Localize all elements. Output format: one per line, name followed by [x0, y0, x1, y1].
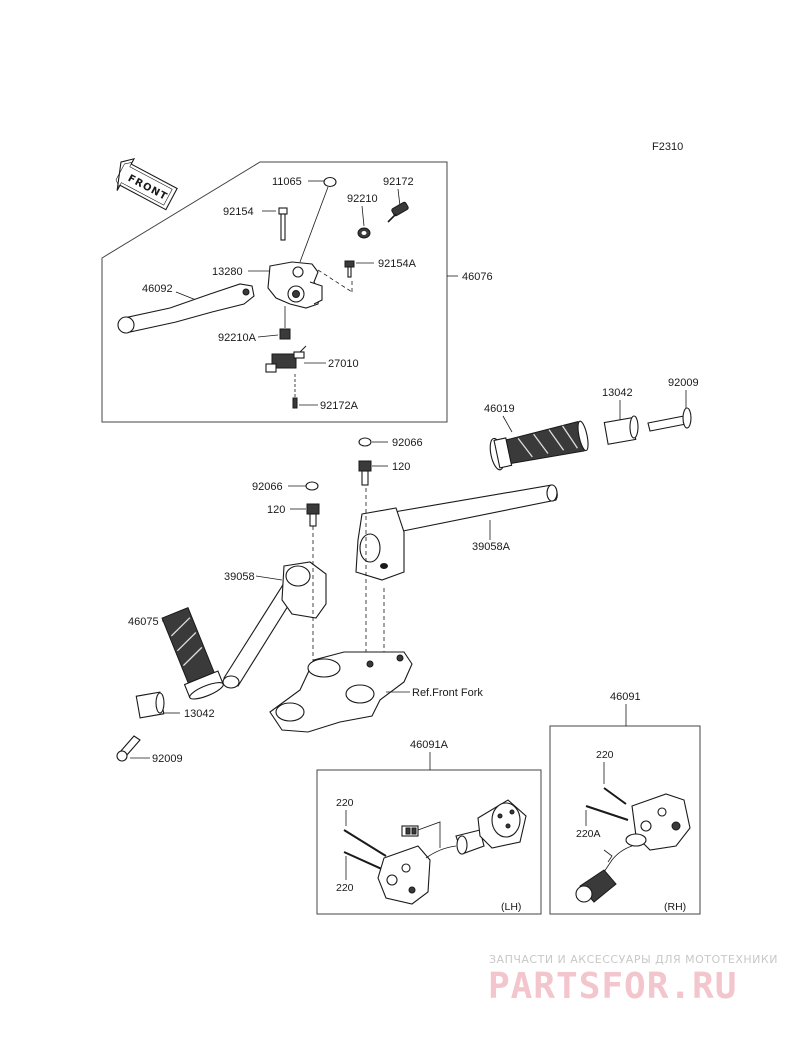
callout-11065: 11065 — [272, 176, 302, 188]
screw-92172A — [292, 374, 298, 409]
grip-right-46019 — [489, 420, 589, 471]
screw-92009-top — [647, 407, 692, 432]
label-rh: (RH) — [664, 901, 686, 913]
group-box-46091A — [316, 769, 542, 915]
handlebar-left-39058 — [222, 561, 327, 689]
callout-92210A: 92210A — [218, 332, 257, 344]
cap-11065 — [323, 176, 337, 188]
group-box-46091 — [549, 725, 701, 915]
callout-92172: 92172 — [383, 176, 414, 188]
callout-92154A: 92154A — [378, 258, 417, 270]
callout-13042-bottom: 13042 — [184, 708, 215, 720]
bolt-120-right — [358, 460, 372, 486]
callout-27010: 27010 — [328, 358, 359, 370]
callout-92210: 92210 — [347, 193, 378, 205]
callout-92066-left: 92066 — [252, 481, 283, 493]
callout-220A: 220A — [576, 828, 601, 840]
handlebar-right-39058A — [355, 484, 558, 581]
nut-92210A — [279, 306, 291, 340]
figure-code: F2310 — [652, 141, 683, 153]
callout-220-lh-bottom: 220 — [336, 882, 354, 894]
master-cylinder-13280 — [267, 261, 353, 309]
callout-92154: 92154 — [223, 206, 254, 218]
callout-46091A: 46091A — [410, 739, 449, 751]
bar-end-weight-13042-top — [603, 415, 639, 445]
triple-clamp — [269, 651, 413, 733]
callout-220-lh-top: 220 — [336, 797, 354, 809]
callout-39058A: 39058A — [472, 541, 511, 553]
label-lh: (LH) — [501, 901, 521, 913]
callout-46019: 46019 — [484, 403, 515, 415]
callout-120-left: 120 — [267, 504, 285, 516]
callout-92009-bottom: 92009 — [152, 753, 183, 765]
front-arrow-icon: FRONT — [115, 157, 178, 211]
callout-46092: 46092 — [142, 283, 173, 295]
callout-13042-top: 13042 — [602, 387, 633, 399]
screw-92172 — [387, 201, 409, 223]
callout-46091: 46091 — [610, 691, 641, 703]
bolt-120-left — [306, 503, 320, 527]
bolt-92154A — [344, 260, 355, 278]
callout-39058: 39058 — [224, 571, 255, 583]
callout-92066-right: 92066 — [392, 437, 423, 449]
watermark-brand: PARTSFOR.RU — [488, 966, 737, 1007]
callout-ref-front-fork: Ref.Front Fork — [412, 687, 483, 699]
callout-220-rh: 220 — [596, 749, 614, 761]
brake-lever-46092 — [117, 283, 255, 334]
bar-end-weight-13042-bottom — [135, 691, 165, 719]
washer-92066-right — [358, 437, 372, 447]
switch-rh-46091 — [575, 793, 691, 903]
callout-46076: 46076 — [462, 271, 493, 283]
switch-lh-46091A — [377, 799, 527, 905]
callout-92172A: 92172A — [320, 400, 359, 412]
callout-46075: 46075 — [128, 616, 159, 628]
washer-92066-left — [305, 481, 319, 491]
brake-switch-27010 — [265, 345, 307, 373]
screw-92009-bottom — [116, 735, 141, 762]
callout-92009-top: 92009 — [668, 377, 699, 389]
group-box-46076 — [101, 161, 448, 423]
callout-13280: 13280 — [212, 266, 243, 278]
callout-120-right: 120 — [392, 461, 410, 473]
watermark-tagline: ЗАПЧАСТИ И АКСЕССУАРЫ ДЛЯ МОТОТЕХНИКИ — [489, 953, 778, 966]
bolt-92154 — [278, 207, 288, 241]
grip-left-46075 — [161, 607, 224, 700]
